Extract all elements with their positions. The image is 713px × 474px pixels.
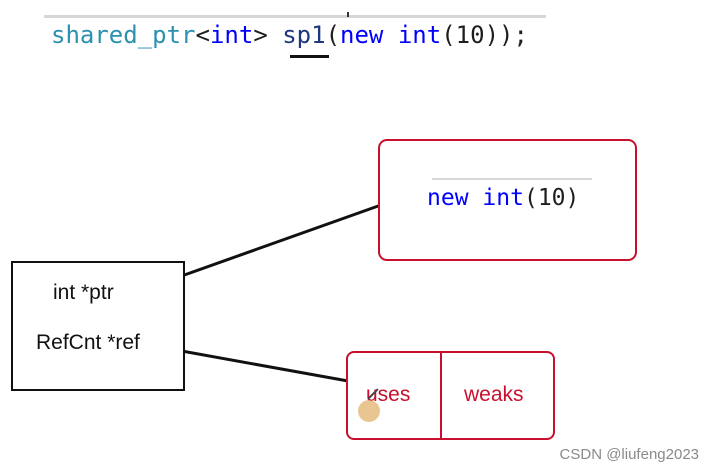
code-token: > (253, 21, 283, 49)
code-token: 10 (537, 185, 566, 211)
code-token: < (195, 21, 210, 49)
code-token: ( (523, 185, 538, 211)
code-token: new (427, 185, 469, 211)
ref-count-box (346, 351, 555, 440)
code-statement: shared_ptr<int> sp1(new int(10)); (51, 18, 528, 52)
code-token: )); (484, 21, 528, 49)
ptr-field: int *ptr (53, 281, 114, 304)
code-token: shared_ptr (51, 21, 196, 49)
top-rule (44, 15, 546, 18)
ref-field: RefCnt *ref (36, 331, 140, 354)
code-token: int (209, 21, 254, 49)
code-token: 10 (455, 21, 485, 49)
code-token: ) (565, 185, 580, 211)
heap-object-code: new int(10) (427, 181, 579, 215)
code-token (469, 185, 483, 211)
heap-object-box (378, 139, 637, 261)
mouse-cursor-highlight (358, 400, 380, 422)
code-token: int (397, 21, 442, 49)
shared-ptr-object (11, 261, 185, 391)
heap-rule (432, 178, 592, 180)
watermark: CSDN @liufeng2023 (559, 446, 699, 463)
sp1-underline (290, 55, 329, 58)
code-token: sp1 (282, 21, 326, 49)
code-token: int (482, 185, 524, 211)
code-token: ( (441, 21, 456, 49)
ref-arrow-line (153, 344, 349, 383)
code-token: new (340, 21, 384, 49)
weaks-cell: weaks (464, 383, 524, 406)
ref-count-divider (440, 352, 442, 438)
code-token: ( (325, 21, 341, 49)
text-cursor-tick (347, 12, 349, 17)
